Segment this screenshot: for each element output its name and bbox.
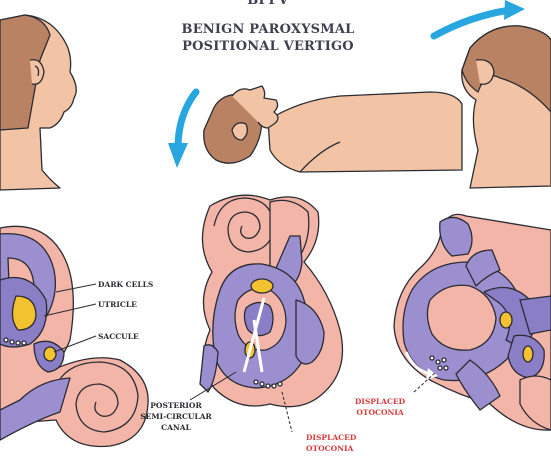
title-line-1: BENIGN PAROXYSMAL [182, 22, 355, 37]
label-displaced-center-2: OTOCONIA [306, 444, 354, 453]
upright-head-left [0, 15, 76, 190]
right-labels: DISPLACED OTOCONIA [355, 372, 436, 417]
label-saccule: SACCULE [98, 332, 139, 341]
label-displaced-center-1: DISPLACED [306, 433, 357, 442]
title-line-2: POSITIONAL VERTIGO [182, 39, 354, 54]
lying-patient [204, 86, 462, 172]
label-posterior-2: SEMI-CIRCULAR [140, 412, 212, 421]
label-posterior-3: CANAL [161, 423, 191, 432]
label-dark-cells: DARK CELLS [98, 280, 153, 289]
inner-ear-right [394, 214, 551, 430]
tilt-down-arrow [168, 92, 196, 168]
inner-ear-center [200, 195, 343, 406]
label-utricle: UTRICLE [98, 300, 137, 309]
label-displaced-right-2: OTOCONIA [356, 408, 404, 417]
label-posterior-1: POSTERIOR [150, 401, 202, 410]
upright-head-right [462, 26, 551, 188]
label-displaced-right-1: DISPLACED [355, 397, 406, 406]
title-top: BPPV [247, 0, 289, 8]
